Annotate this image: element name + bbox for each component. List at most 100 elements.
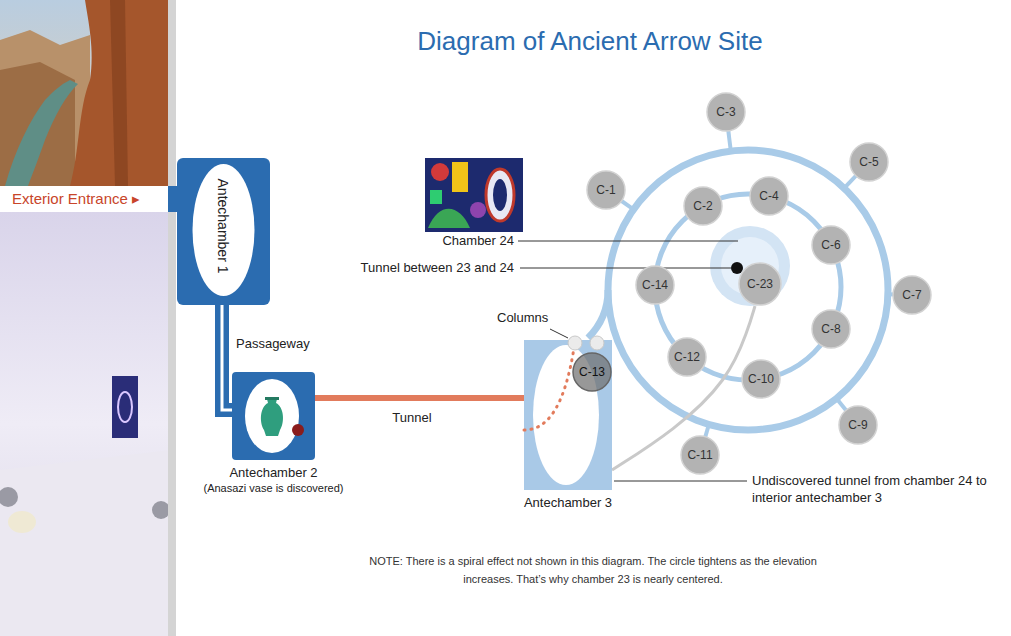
room-sphere bbox=[8, 511, 36, 533]
note-text: NOTE: There is a spiral effect not shown… bbox=[368, 552, 818, 588]
node-label: C-3 bbox=[716, 105, 735, 119]
chamber-24-painting bbox=[425, 158, 523, 232]
antechamber-fill bbox=[232, 372, 315, 460]
node-label: C-8 bbox=[821, 322, 840, 336]
painting-shape bbox=[430, 190, 442, 204]
room-sphere bbox=[152, 501, 170, 519]
chamber-fill bbox=[668, 338, 706, 376]
chamber-rings bbox=[588, 112, 912, 455]
node-label: Antechamber 2 bbox=[203, 464, 343, 481]
panel-divider bbox=[168, 0, 176, 636]
chamber-fill bbox=[812, 226, 850, 264]
inner-ring bbox=[655, 194, 841, 380]
room-wall bbox=[0, 212, 170, 636]
callout-label: Undiscovered tunnel from chamber 24 to i… bbox=[752, 472, 1004, 506]
node-label: (Anasazi vase is discovered) bbox=[203, 481, 343, 496]
chamber-fill bbox=[573, 353, 611, 391]
chamber-circle: C-12 bbox=[667, 337, 707, 377]
node-label: C-7 bbox=[902, 288, 921, 302]
node-label: C-12 bbox=[674, 350, 700, 364]
painting-ground bbox=[425, 158, 523, 232]
antechamber-box: Antechamber 2(Anasazi vase is discovered… bbox=[232, 372, 315, 460]
chamber-fill bbox=[681, 436, 719, 474]
chamber-circle: C-5 bbox=[849, 142, 889, 182]
leader-line bbox=[518, 241, 738, 242]
leader-line bbox=[614, 481, 747, 482]
node-label: C-23 bbox=[747, 277, 773, 291]
antechamber-fill bbox=[177, 158, 270, 305]
painting-shape bbox=[428, 209, 470, 228]
callout-label: Tunnel between 23 and 24 bbox=[320, 260, 514, 276]
chamber-circle: C-3 bbox=[706, 92, 746, 132]
node-label: C-13 bbox=[579, 365, 605, 379]
node-label: C-1 bbox=[596, 183, 615, 197]
leader-line bbox=[550, 329, 568, 338]
canyon-sky bbox=[0, 0, 170, 186]
chamber-circle: C-10 bbox=[741, 359, 781, 399]
node-label: C-10 bbox=[748, 372, 774, 386]
chamber-fill bbox=[684, 187, 722, 225]
node-label: Antechamber 1 bbox=[216, 178, 232, 273]
label-block: Chamber 24 bbox=[380, 233, 514, 249]
chamber-circle: C-9 bbox=[838, 405, 878, 445]
passageway-connector bbox=[222, 305, 232, 410]
connector-core bbox=[222, 305, 232, 410]
painting-shape bbox=[470, 202, 486, 218]
dotted-tunnel bbox=[524, 348, 574, 430]
node-label: C-9 bbox=[848, 418, 867, 432]
chamber-fill bbox=[893, 276, 931, 314]
label-block: Tunnel between 23 and 24 bbox=[320, 260, 514, 276]
label-block: Exterior Entrance ▸ bbox=[12, 189, 168, 209]
edge-label: Passageway bbox=[236, 336, 310, 351]
connector-line bbox=[222, 305, 232, 410]
painting-shape bbox=[431, 163, 449, 181]
chamber-circle: C-11 bbox=[680, 435, 720, 475]
chamber-24-disc bbox=[710, 226, 790, 306]
entrance-band bbox=[0, 186, 170, 212]
spiral-tail bbox=[588, 290, 608, 338]
node-label: C-14 bbox=[642, 278, 668, 292]
tunnel-dot bbox=[731, 262, 743, 274]
chamber-fill bbox=[587, 171, 625, 209]
room-floor bbox=[0, 450, 170, 636]
edge-label: Tunnel bbox=[392, 410, 431, 425]
chamber-fill bbox=[850, 143, 888, 181]
chamber-circle: C-7 bbox=[892, 275, 932, 315]
antechamber-room bbox=[245, 379, 299, 453]
chamber-fill bbox=[636, 266, 674, 304]
painting-shape bbox=[486, 169, 514, 221]
tunnel-connector bbox=[315, 398, 524, 399]
edge-label-block: Passageway bbox=[236, 334, 326, 352]
canyon-photo bbox=[0, 0, 170, 186]
canyon-river bbox=[5, 80, 78, 186]
node-label: C-4 bbox=[759, 189, 778, 203]
chamber-fill bbox=[739, 263, 781, 305]
outer-ring bbox=[608, 150, 888, 430]
chamber-fill bbox=[707, 93, 745, 131]
callout-label: Exterior Entrance ▸ bbox=[12, 189, 168, 209]
edge-label-block: Tunnel bbox=[362, 408, 462, 426]
canyon-cliff bbox=[70, 0, 170, 186]
chamber-circle: C-4 bbox=[749, 176, 789, 216]
callout-label: Chamber 24 bbox=[380, 233, 514, 249]
chamber-circle: C-8 bbox=[811, 309, 851, 349]
antechamber-shape bbox=[232, 372, 315, 460]
chamber-fill bbox=[839, 406, 877, 444]
leader-line bbox=[520, 268, 731, 269]
node-label: Antechamber 3 bbox=[524, 494, 612, 511]
chamber-circle: C-2 bbox=[683, 186, 723, 226]
chamber-circle: C-23 bbox=[738, 262, 782, 306]
title: Diagram of Ancient Arrow Site bbox=[340, 26, 840, 57]
title-block: Diagram of Ancient Arrow Site bbox=[340, 26, 840, 57]
chamber-circle: C-13 bbox=[572, 352, 612, 392]
chamber-fill bbox=[750, 177, 788, 215]
cliff-shadow bbox=[110, 0, 128, 186]
painting-figure bbox=[118, 392, 132, 422]
antechamber-fill bbox=[524, 340, 612, 490]
connector-line bbox=[315, 395, 524, 401]
chamber-fill bbox=[742, 360, 780, 398]
node-label: C-11 bbox=[687, 448, 712, 462]
chamber-fill bbox=[812, 310, 850, 348]
